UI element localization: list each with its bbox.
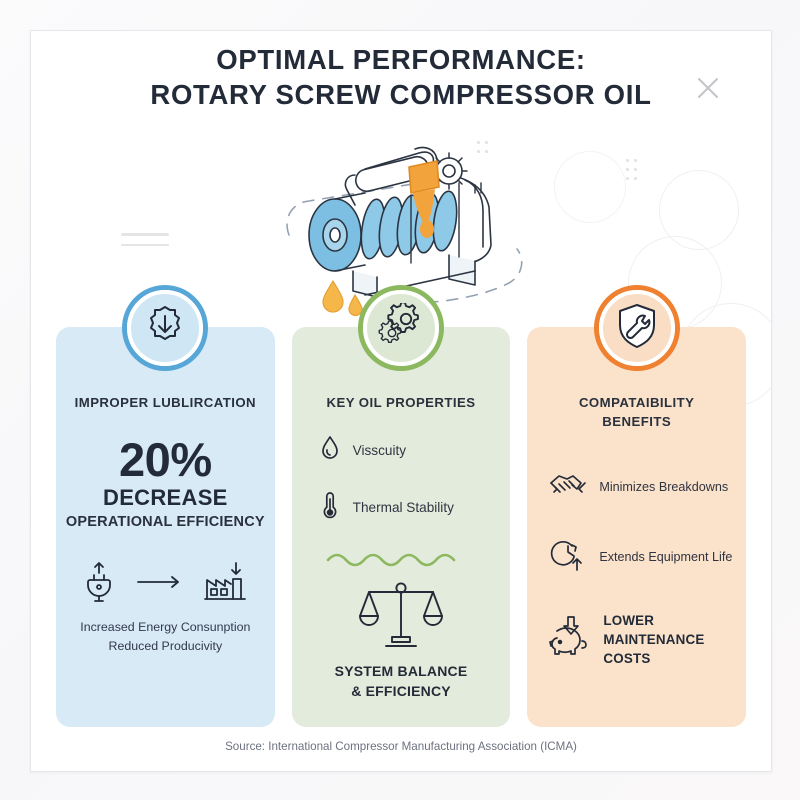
list-item[interactable]: Minimizes Breakdowns xyxy=(549,471,746,504)
list-item-label: Visscuity xyxy=(352,443,407,459)
card-compatibility-benefits[interactable]: COMPATAIBILITY BENEFITS Minimizes Breakd… xyxy=(527,285,747,727)
title-line-2: ROTARY SCREW COMPRESSOR OIL xyxy=(150,78,652,110)
dot-grid-decoration xyxy=(626,159,642,186)
wavy-line-divider xyxy=(292,549,511,567)
card-footer: SYSTEM BALANCE & EFFICIENCY xyxy=(292,661,511,702)
thermometer-icon xyxy=(320,491,340,524)
page-title: OPTIMAL PERFORMANCE: ROTARY SCREW COMPRE… xyxy=(31,43,771,113)
dot-grid-decoration xyxy=(477,141,493,159)
footer-line-2: & EFFICIENCY xyxy=(351,683,451,700)
gear-down-arrow-icon xyxy=(122,285,209,371)
clock-up-arrow-icon xyxy=(549,538,587,577)
stat-label: DECREASE xyxy=(103,485,228,511)
property-list: Visscuity Thermal Stability xyxy=(292,435,511,524)
cards-row: IMPROPER LUBLIRCATION 20% DECREASE OPERA… xyxy=(56,285,747,727)
close-x-icon[interactable] xyxy=(693,73,723,103)
title-line-1: OPTIMAL PERFORMANCE: xyxy=(216,44,586,75)
two-gears-icon xyxy=(358,285,444,371)
card-improper-lubrication[interactable]: IMPROPER LUBLIRCATION 20% DECREASE OPERA… xyxy=(56,285,275,727)
benefit-list: Minimizes Breakdowns Extends Equipment L… xyxy=(527,471,746,668)
list-item-label: LOWER MAINTENANCE COSTS xyxy=(603,613,705,667)
handshake-icon xyxy=(549,471,587,504)
list-item-label: Extends Equipment Life xyxy=(599,550,733,565)
list-item[interactable]: Extends Equipment Life xyxy=(549,538,746,577)
list-item-label: Minimizes Breakdowns xyxy=(599,480,729,495)
card-key-oil-properties[interactable]: KEY OIL PROPERTIES Visscuity xyxy=(291,285,511,727)
arrow-right-icon xyxy=(136,575,182,594)
balance-scale-icon xyxy=(292,579,511,651)
shield-wrench-icon xyxy=(593,285,680,371)
card-title: IMPROPER LUBLIRCATION xyxy=(74,395,257,410)
factory-down-arrow-icon xyxy=(202,561,248,608)
list-item[interactable]: Visscuity xyxy=(320,435,511,466)
piggy-bank-down-arrow-icon xyxy=(549,615,591,664)
source-note: Source: International Compressor Manufac… xyxy=(225,740,577,753)
list-item[interactable]: LOWER MAINTENANCE COSTS xyxy=(549,611,746,668)
flow-diagram xyxy=(56,561,275,608)
list-item[interactable]: Thermal Stability xyxy=(320,491,511,524)
infographic-frame: OPTIMAL PERFORMANCE: ROTARY SCREW COMPRE… xyxy=(30,30,772,772)
power-plug-up-arrow-icon xyxy=(82,561,116,608)
footer-line-1: Increased Energy Consunption xyxy=(80,620,251,635)
stat-value: 20% xyxy=(119,433,212,487)
card-footer: Increased Energy Consunption Reduced Pro… xyxy=(56,618,275,655)
card-title: COMPATAIBILITY BENEFITS xyxy=(527,393,746,431)
card-title-line-1: COMPATAIBILITY xyxy=(578,395,695,410)
oil-droplet-icon xyxy=(320,435,340,466)
footer-line-1: SYSTEM BALANCE xyxy=(334,663,468,680)
menu-lines-decoration xyxy=(121,233,169,254)
stat-sublabel: OPERATIONAL EFFICIENCY xyxy=(65,514,265,531)
card-title-line-2: BENEFITS xyxy=(602,414,672,430)
footer-line-2: Reduced Producivity xyxy=(108,638,223,653)
card-title: KEY OIL PROPERTIES xyxy=(326,395,476,410)
decorative-circle xyxy=(554,151,626,223)
list-item-label: Thermal Stability xyxy=(352,500,454,516)
